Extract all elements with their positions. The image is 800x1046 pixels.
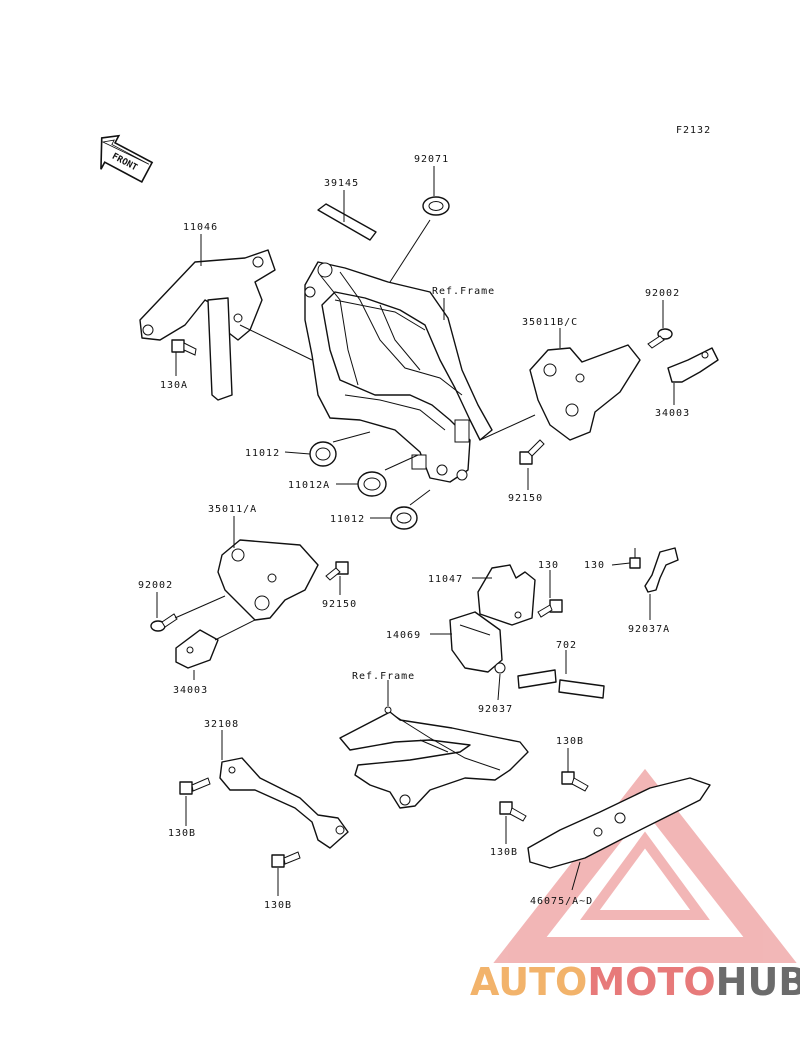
label-130B-upper-left: 130B [168, 828, 196, 839]
label-14069: 14069 [386, 630, 421, 641]
grommet-11012A-part [357, 471, 387, 497]
label-11012-lower: 11012 [330, 514, 365, 525]
watermark-logo-icon [493, 768, 797, 963]
pin-39145-part [317, 203, 377, 241]
footpeg-34003-right-part [667, 347, 719, 383]
bolt-130B-upper-left-part [179, 777, 211, 795]
heelguard-46075-part [527, 777, 711, 869]
watermark-text-moto: MOTO [587, 960, 716, 1004]
watermark-text: AUTOMOTOHUB [470, 960, 800, 1004]
label-92071: 92071 [414, 154, 449, 165]
front-arrow-icon: FRONT [100, 134, 154, 184]
bracket-35011A-part [217, 539, 319, 621]
clip-92037-part [494, 662, 506, 674]
label-11047: 11047 [428, 574, 463, 585]
label-92002-right: 92002 [645, 288, 680, 299]
tube-702-part [517, 669, 605, 699]
label-46075: 46075/A~D [530, 896, 593, 907]
label-92150-left: 92150 [322, 599, 357, 610]
leader-lines [156, 166, 675, 896]
bolt-92150-left-part [325, 561, 349, 581]
label-130B-lower-right: 130B [490, 847, 518, 858]
label-702: 702 [556, 640, 577, 651]
bolt-130B-lower-right-part [499, 801, 527, 822]
bracket-35011BC-part [529, 344, 641, 441]
label-35011A: 35011/A [208, 504, 257, 515]
cover-14069-part [449, 611, 503, 673]
grommet-92071-part [422, 196, 450, 216]
label-32108: 32108 [204, 719, 239, 730]
bracket-32108-part [219, 757, 349, 849]
label-130-right: 130 [584, 560, 605, 571]
label-92037A: 92037A [628, 624, 670, 635]
grommet-11012-lower-part [390, 506, 418, 530]
grommet-11012-upper-part [309, 441, 337, 467]
label-ref-frame-lower: Ref.Frame [352, 671, 415, 682]
bolt-92002-right-part [647, 328, 673, 349]
label-130A: 130A [160, 380, 188, 391]
label-11012-upper: 11012 [245, 448, 280, 459]
label-34003-left: 34003 [173, 685, 208, 696]
bolt-130B-upper-right-part [561, 771, 589, 792]
label-ref-frame-upper: Ref.Frame [432, 286, 495, 297]
watermark-text-auto: AUTO [470, 960, 588, 1004]
bracket-11046-part [139, 249, 276, 401]
label-34003-right: 34003 [655, 408, 690, 419]
bolt-130-right-part [629, 548, 641, 569]
watermark-text-hub: HUB [715, 960, 800, 1004]
label-35011BC: 35011B/C [522, 317, 578, 328]
subframe-part [339, 706, 529, 809]
clamp-92037A-part [644, 547, 679, 593]
label-92002-left: 92002 [138, 580, 173, 591]
label-130B-lower-left: 130B [264, 900, 292, 911]
figure-code: F2132 [676, 125, 711, 136]
plate-11047-part [477, 564, 536, 626]
main-frame-part [304, 261, 493, 483]
label-130B-upper-right: 130B [556, 736, 584, 747]
label-11046: 11046 [183, 222, 218, 233]
label-39145: 39145 [324, 178, 359, 189]
footpeg-34003-left-part [175, 629, 219, 669]
bolt-92150-right-part [519, 439, 545, 465]
bolt-130A-part [171, 339, 197, 356]
label-11012A: 11012A [288, 480, 330, 491]
part-labels: 39145 92071 11046 130A Ref.Frame 92002 3… [138, 154, 690, 911]
bolt-130-center-part [537, 599, 563, 618]
label-92037: 92037 [478, 704, 513, 715]
label-130-center: 130 [538, 560, 559, 571]
bolt-130B-lower-left-part [271, 851, 301, 868]
label-92150-right: 92150 [508, 493, 543, 504]
bolt-92002-left-part [150, 613, 178, 632]
